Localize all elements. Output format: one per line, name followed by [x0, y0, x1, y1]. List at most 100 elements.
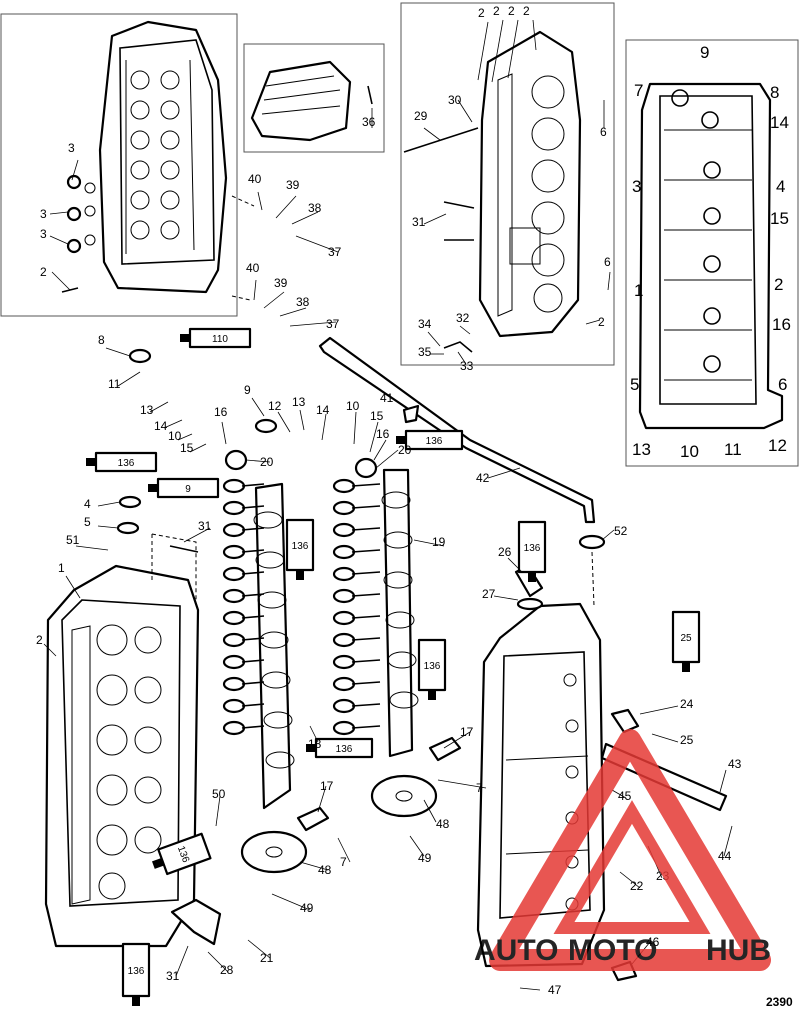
leader-line	[317, 785, 327, 813]
sealant-tube: 136	[121, 942, 151, 1006]
left-cylinder-head	[44, 564, 200, 948]
leader-line	[277, 411, 291, 433]
callout-middle-6: 15	[180, 441, 194, 455]
valve-set	[222, 478, 381, 736]
valve-stem	[241, 637, 265, 641]
valve-head	[222, 478, 246, 494]
leader-line	[611, 789, 627, 799]
valve-stem	[241, 593, 265, 597]
leader-line	[337, 837, 351, 863]
leader-line	[423, 127, 441, 141]
leader-line	[245, 459, 271, 463]
leader-line	[71, 159, 79, 181]
callout-tr-panel-8: 31	[412, 215, 426, 229]
callout-middle-36: 48	[436, 817, 450, 831]
callout-middle-34: 17	[460, 725, 474, 739]
valve-head	[332, 566, 356, 582]
leader-line	[43, 643, 57, 657]
leader-line	[299, 409, 305, 431]
callout-middle-42: 24	[680, 697, 694, 711]
valve-head	[222, 522, 246, 538]
watermark-text-moto: MOTO	[568, 934, 657, 967]
leader-line	[253, 279, 257, 301]
bracket-28	[170, 898, 222, 946]
callout-tr-panel-7: 6	[600, 125, 607, 139]
leader-line	[271, 893, 311, 911]
callout-middle-27: 27	[482, 587, 496, 601]
callout-middle-40: 31	[166, 969, 180, 983]
leader-line	[175, 945, 189, 977]
camshaft-left	[253, 482, 295, 810]
leader-line	[51, 271, 71, 291]
tube-label: 136	[336, 744, 353, 755]
valve-head	[222, 654, 246, 670]
gasket-inset	[638, 82, 784, 430]
callout-middle-2: 11	[108, 377, 121, 391]
callout-far-panel-4: 14	[770, 113, 789, 132]
leader-line	[291, 211, 319, 225]
lifter-20-left	[224, 449, 248, 471]
bolt-31	[169, 545, 199, 553]
valve-head	[222, 588, 246, 604]
callout-far-panel-10: 16	[772, 315, 791, 334]
callout-tr-panel-5: 30	[448, 93, 462, 107]
camshaft-right	[381, 468, 419, 758]
leader-line	[487, 467, 521, 479]
tube-label: 25	[680, 633, 692, 644]
lifter-20-right	[354, 457, 378, 479]
valve-head	[332, 698, 356, 714]
sealant-tube: 136	[86, 451, 158, 473]
clip-17-right	[428, 736, 462, 762]
valve-head	[332, 588, 356, 604]
callout-middle-17: 41	[380, 391, 394, 405]
leader-line	[207, 951, 229, 973]
leader-line	[97, 525, 119, 529]
leader-line	[413, 539, 445, 547]
callout-middle-28: 52	[614, 524, 628, 538]
callout-far-panel-7: 15	[770, 209, 789, 228]
leader-line	[427, 331, 441, 347]
leader-line	[723, 825, 733, 857]
leader-line	[177, 433, 193, 441]
valve-head	[332, 522, 356, 538]
callout-far-panel-1: 9	[700, 43, 709, 62]
sealant-tube: 110	[180, 327, 252, 349]
leader-line	[585, 319, 601, 325]
leader-line	[353, 411, 357, 445]
leader-line	[619, 871, 641, 889]
callout-middle-5: 10	[168, 429, 182, 443]
leader-line	[519, 987, 541, 991]
callout-middle-20: 5	[84, 515, 91, 529]
leader-line	[373, 439, 387, 461]
tube-label: 136	[292, 541, 309, 552]
valve-stem	[351, 593, 381, 597]
callout-far-panel-14: 10	[680, 442, 699, 461]
callout-tr-panel-14: 33	[460, 359, 474, 373]
tube-42	[318, 336, 596, 524]
valve-stem	[351, 637, 381, 641]
clip-17-left	[296, 806, 330, 832]
callout-tr-panel-11: 32	[456, 311, 470, 325]
callout-middle-33: 49	[300, 901, 314, 915]
callout-middle-50: 47	[548, 983, 562, 997]
valve-stem	[351, 615, 381, 619]
leader-line	[221, 421, 227, 445]
bolt-dash	[151, 533, 197, 600]
callout-middle-24: 2	[36, 633, 43, 647]
leader-line	[97, 501, 121, 507]
valve-head	[332, 500, 356, 516]
valve-head	[222, 610, 246, 626]
tube-label: 110	[212, 334, 228, 345]
callout-middle-41: 21	[260, 951, 274, 965]
callout-middle-30: 17	[320, 779, 334, 793]
valve-stem	[241, 505, 265, 509]
callout-middle-45: 44	[718, 849, 732, 863]
leader-line	[477, 21, 489, 81]
callout-middle-15: 16	[376, 427, 390, 441]
callout-middle-16: 20	[398, 443, 412, 457]
valve-stem	[241, 725, 265, 729]
leader-line	[651, 733, 679, 743]
valve-stem	[241, 549, 265, 553]
